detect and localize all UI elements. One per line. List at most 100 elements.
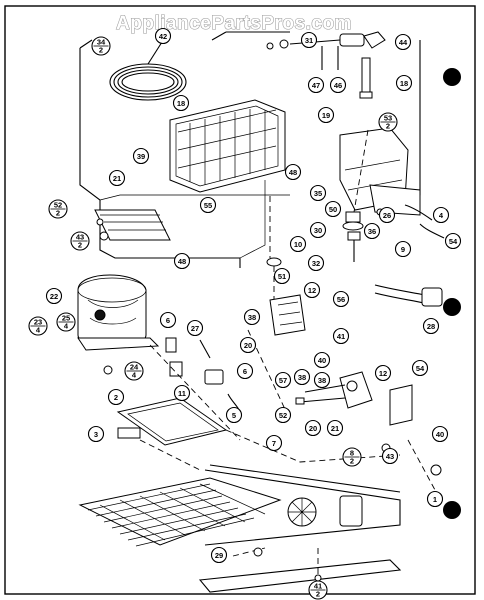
callout-circle bbox=[304, 419, 322, 437]
callout-c-1: 1 bbox=[426, 490, 444, 508]
callout-label: 19 bbox=[322, 111, 330, 120]
callout-label: 6 bbox=[243, 367, 247, 376]
compressor bbox=[77, 274, 160, 351]
callout-label: 39 bbox=[137, 152, 145, 161]
callout-c-3: 3 bbox=[87, 425, 105, 443]
callout-circle bbox=[395, 74, 413, 92]
callout-label: 31 bbox=[305, 36, 313, 45]
diagram-frame bbox=[4, 5, 476, 595]
callout-c-54b: 54 bbox=[411, 359, 429, 377]
callout-label: 21 bbox=[113, 174, 121, 183]
callout-label: 20 bbox=[309, 424, 317, 433]
callout-label: 8 bbox=[350, 449, 354, 458]
callout-c-21a: 21 bbox=[108, 169, 126, 187]
callout-circle bbox=[172, 94, 190, 112]
callout-circle bbox=[300, 31, 318, 49]
callout-c-35: 35 bbox=[309, 184, 327, 202]
callout-circle bbox=[309, 184, 327, 202]
callout-c-6a: 6 bbox=[159, 311, 177, 329]
callout-label: 2 bbox=[386, 122, 390, 131]
callout-label: 40 bbox=[436, 430, 444, 439]
callout-label: 3 bbox=[94, 430, 98, 439]
callout-label: 22 bbox=[50, 292, 58, 301]
callout-c-46: 46 bbox=[329, 76, 347, 94]
callout-label: 36 bbox=[368, 227, 376, 236]
callout-label: 56 bbox=[337, 295, 345, 304]
callout-label: 54 bbox=[449, 237, 458, 246]
callout-c-12a: 12 bbox=[303, 281, 321, 299]
callout-c-40b: 40 bbox=[431, 425, 449, 443]
callout-circle bbox=[199, 196, 217, 214]
suction-tube bbox=[374, 284, 443, 307]
callout-label: 23 bbox=[34, 318, 42, 327]
callout-label: 41 bbox=[314, 582, 322, 591]
callout-circle bbox=[374, 364, 392, 382]
callout-label: 27 bbox=[191, 324, 199, 333]
callout-c-10: 10 bbox=[289, 235, 307, 253]
callout-circle bbox=[132, 147, 150, 165]
callout-c-12b: 12 bbox=[374, 364, 392, 382]
callout-circle bbox=[317, 106, 335, 124]
callout-c-54a: 54 bbox=[444, 232, 462, 250]
callout-circle bbox=[332, 327, 350, 345]
callout-c-56: 56 bbox=[332, 290, 350, 308]
callout-c-52-2: 522 bbox=[48, 199, 68, 219]
callout-label: 2 bbox=[78, 241, 82, 250]
callout-c-51: 51 bbox=[273, 267, 291, 285]
callout-c-11: 11 bbox=[173, 384, 191, 402]
callout-label: 2 bbox=[56, 209, 60, 218]
callout-c-53-2: 532 bbox=[378, 112, 398, 132]
callout-label: 6 bbox=[166, 316, 170, 325]
callout-circle bbox=[225, 406, 243, 424]
callout-label: 38 bbox=[248, 313, 256, 322]
callout-c-5: 5 bbox=[225, 406, 243, 424]
callout-label: 28 bbox=[427, 322, 435, 331]
callout-label: 44 bbox=[399, 38, 408, 47]
callout-c-24-4: 244 bbox=[124, 361, 144, 381]
callout-circle bbox=[159, 311, 177, 329]
callout-c-29: 29 bbox=[210, 546, 228, 564]
callout-label: 50 bbox=[329, 205, 337, 214]
callout-c-44: 44 bbox=[394, 33, 412, 51]
drain-pan bbox=[116, 397, 228, 446]
condenser-fan-motor bbox=[287, 495, 363, 527]
callout-c-2a: 2 bbox=[107, 388, 125, 406]
wire-harness-coil bbox=[109, 41, 187, 101]
callout-c-47: 47 bbox=[307, 76, 325, 94]
callout-circle bbox=[394, 240, 412, 258]
callout-label: 34 bbox=[97, 38, 106, 47]
callout-c-30: 30 bbox=[309, 221, 327, 239]
registration-dot bbox=[443, 68, 461, 86]
callout-circle bbox=[426, 490, 444, 508]
callout-circle bbox=[87, 425, 105, 443]
callout-label: 55 bbox=[204, 201, 212, 210]
callout-label: 40 bbox=[318, 356, 326, 365]
callout-label: 2 bbox=[114, 393, 118, 402]
callout-c-43-2: 432 bbox=[70, 231, 90, 251]
callout-label: 32 bbox=[312, 259, 320, 268]
callout-circle bbox=[293, 368, 311, 386]
control-box bbox=[269, 294, 413, 426]
relay-overload bbox=[165, 337, 224, 385]
callout-label: 52 bbox=[279, 411, 287, 420]
callout-label: 4 bbox=[36, 326, 41, 335]
callout-circle bbox=[307, 254, 325, 272]
callout-c-20a: 20 bbox=[239, 336, 257, 354]
callout-label: 2 bbox=[350, 457, 354, 466]
callout-label: 2 bbox=[316, 590, 320, 599]
callout-label: 11 bbox=[178, 389, 186, 398]
callout-circle bbox=[422, 317, 440, 335]
condenser-base bbox=[78, 464, 402, 593]
callout-label: 43 bbox=[386, 452, 394, 461]
callout-label: 38 bbox=[318, 376, 326, 385]
callout-label: 47 bbox=[312, 81, 320, 90]
callout-label: 24 bbox=[130, 363, 139, 372]
callout-c-50: 50 bbox=[324, 200, 342, 218]
callout-label: 54 bbox=[416, 364, 425, 373]
callout-circle bbox=[307, 76, 325, 94]
callout-c-52: 52 bbox=[274, 406, 292, 424]
callout-circle bbox=[265, 434, 283, 452]
callout-circle bbox=[236, 362, 254, 380]
callout-c-43: 43 bbox=[381, 447, 399, 465]
